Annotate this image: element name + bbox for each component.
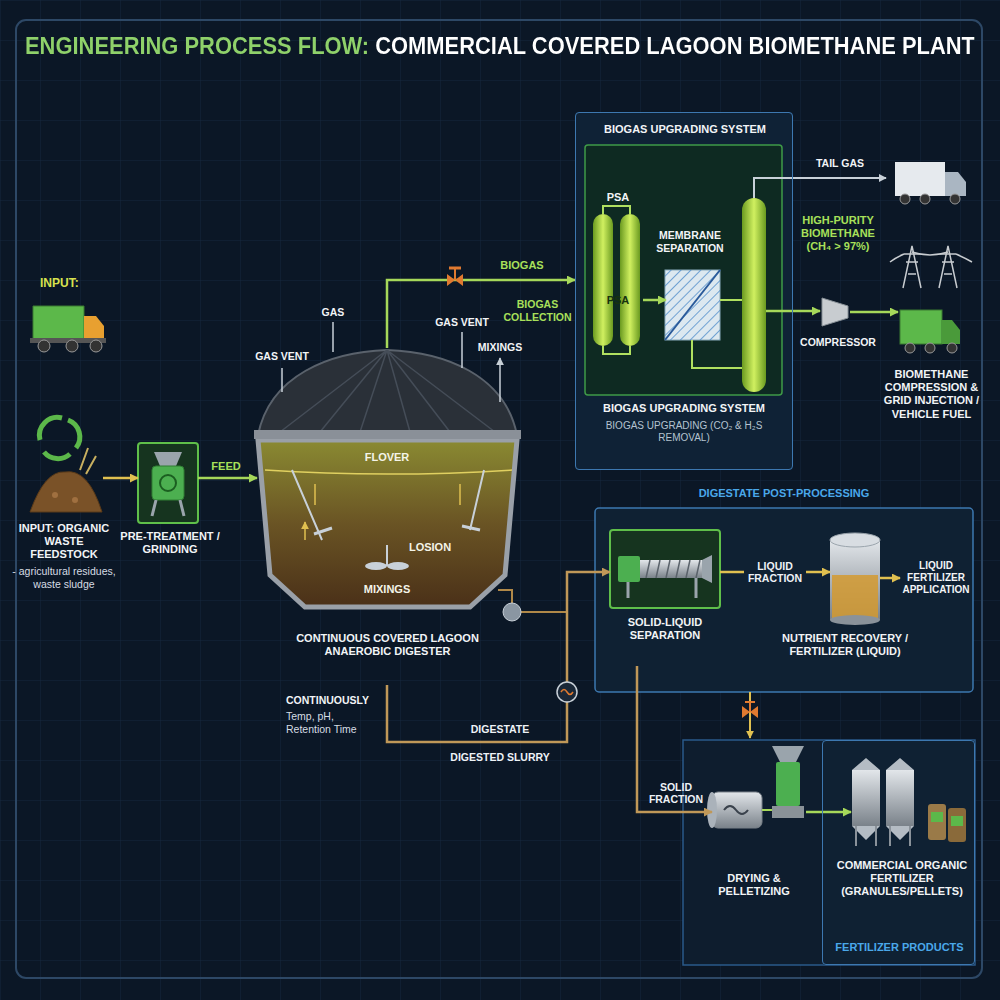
edge-label: LIQUID FRACTION xyxy=(744,559,806,586)
digestate-panel: DIGESTATE POST-PROCESSING SOLID-LIQUID SE… xyxy=(595,483,973,692)
tail-gas-truck xyxy=(895,162,966,204)
annotation-label: GAS VENT xyxy=(247,350,317,363)
lagoon-digester: FLOVER LOSION MIXINGS CONTINUOUS COVERED LA… xyxy=(250,345,525,685)
drying-unit: DRYING & PELLETIZING xyxy=(690,745,818,920)
flow-connector xyxy=(198,477,257,480)
node-text: DIGESTATE POST-PROCESSING xyxy=(600,487,968,500)
annotation-label: Temp, pH, Retention Time xyxy=(286,710,378,735)
node-text: - agricultural residues, waste sludge xyxy=(10,565,118,590)
node-text: BIOMETHANE COMPRESSION & GRID INJECTION … xyxy=(883,368,980,421)
separator-unit: SOLID-LIQUID SEPARATION xyxy=(603,526,727,666)
node-anchor xyxy=(593,215,643,347)
node-anchor xyxy=(851,759,969,847)
annotation-label: BIOGAS COLLECTION xyxy=(500,298,575,323)
biomethane-output: BIOMETHANE COMPRESSION & GRID INJECTION … xyxy=(883,240,980,450)
annotation-label: DIGESTED SLURRY xyxy=(440,751,560,764)
digestate-panel xyxy=(595,508,973,692)
node-anchor xyxy=(820,296,850,328)
node-text: MEMBRANE SEPARATION xyxy=(653,229,727,254)
node-text: NUTRIENT RECOVERY / FERTILIZER (LIQUID) xyxy=(775,632,915,658)
edge-label: BIOGAS xyxy=(490,259,554,272)
edge-label: HIGH-PURITY BIOMETHANE (CH₄ > 97%) xyxy=(792,214,884,254)
flow-connector xyxy=(850,311,898,314)
node-text: PSA xyxy=(589,191,647,204)
node-text: SOLID-LIQUID SEPARATION xyxy=(603,616,727,642)
node-text: CONTINUOUS COVERED LAGOON ANAEROBIC DIGE… xyxy=(270,632,505,658)
node-text: DRYING & PELLETIZING xyxy=(700,872,808,898)
flow-connector xyxy=(643,299,666,302)
node-text: LIQUID FERTILIZER APPLICATION xyxy=(900,560,972,596)
flow-connector xyxy=(806,811,851,814)
node-anchor xyxy=(712,746,806,826)
annotation-label: INPUT: xyxy=(40,276,110,290)
lagoon-digester xyxy=(254,322,567,621)
nutrient-tank xyxy=(830,533,880,625)
diagram-title: ENGINEERING PROCESS FLOW: COMMERCIAL COV… xyxy=(25,32,975,61)
annotation-label: GAS xyxy=(313,306,353,319)
psa-vessels: PSA PSA xyxy=(589,189,647,364)
dump-truck xyxy=(30,306,106,352)
pretreatment-unit: PRE-TREATMENT / GRINDING xyxy=(118,440,222,572)
node-anchor xyxy=(28,410,103,515)
node-text: FLOVER xyxy=(347,451,427,464)
feedstock-input: INPUT: ORGANIC WASTE FEEDSTOCK - agricult… xyxy=(10,405,118,615)
edge-label: DIGESTATE xyxy=(455,723,545,736)
node-text: LOSION xyxy=(400,541,460,554)
node-text: INPUT: ORGANIC WASTE FEEDSTOCK xyxy=(10,522,118,562)
node-text: COMPRESSOR xyxy=(798,336,878,349)
grid-and-vehicle xyxy=(890,246,972,288)
flow-connector xyxy=(387,280,575,348)
fertilizer-product: COMMERCIAL ORGANIC FERTILIZER (GRANULES/… xyxy=(833,751,971,931)
node-anchor xyxy=(830,532,880,624)
node-anchor xyxy=(666,271,721,341)
dryer-pelletizer xyxy=(707,746,804,828)
flow-connector xyxy=(793,310,820,313)
node-text: FERTILIZER PRODUCTS xyxy=(827,941,972,954)
edge-label: SOLID FRACTION xyxy=(646,781,706,806)
node-anchor xyxy=(898,244,968,359)
node-text: PRE-TREATMENT / GRINDING xyxy=(118,530,222,556)
screw-press xyxy=(610,530,720,608)
flow-connector xyxy=(637,666,712,812)
node-text: MIXINGS xyxy=(347,583,427,596)
products-panel: FERTILIZER PRODUCTS COMMERCIAL ORGANIC FE… xyxy=(822,740,975,965)
node-text: BIOGAS UPGRADING SYSTEM xyxy=(581,123,789,136)
silos-and-bags xyxy=(852,758,966,846)
upgrading-equipment xyxy=(575,112,886,470)
node-anchor xyxy=(610,530,720,608)
node-anchor xyxy=(138,443,198,523)
liquid-application: LIQUID FERTILIZER APPLICATION xyxy=(900,555,972,625)
membrane-unit: MEMBRANE SEPARATION xyxy=(653,227,727,349)
node-anchor xyxy=(257,348,519,610)
annotation-label: TAIL GAS xyxy=(805,157,875,170)
flow-connector xyxy=(880,577,900,580)
annotation-label: BIOGAS UPGRADING SYSTEM xyxy=(578,402,790,415)
nutrient-tank: NUTRIENT RECOVERY / FERTILIZER (LIQUID) xyxy=(775,526,915,676)
compressor-symbol xyxy=(822,298,848,326)
edge-label: FEED xyxy=(206,460,246,473)
feedstock-pile xyxy=(30,417,102,512)
fuel-truck xyxy=(900,310,960,353)
node-text: COMMERCIAL ORGANIC FERTILIZER (GRANULES/… xyxy=(833,859,971,899)
annotation-label: MIXINGS xyxy=(470,341,530,354)
annotation-label: GAS VENT xyxy=(432,316,492,329)
flow-connector xyxy=(103,477,138,480)
compressor: COMPRESSOR xyxy=(798,292,878,364)
upgrading-panel: BIOGAS UPGRADING SYSTEM PSA PSA MEMBRANE SE… xyxy=(575,112,793,470)
annotation-label: CONTINUOUSLY xyxy=(286,694,378,707)
grinder xyxy=(138,443,198,523)
node-text: PSA xyxy=(591,294,645,307)
annotation-label: BIOGAS UPGRADING (CO₂ & H₂S REMOVAL) xyxy=(582,420,786,444)
